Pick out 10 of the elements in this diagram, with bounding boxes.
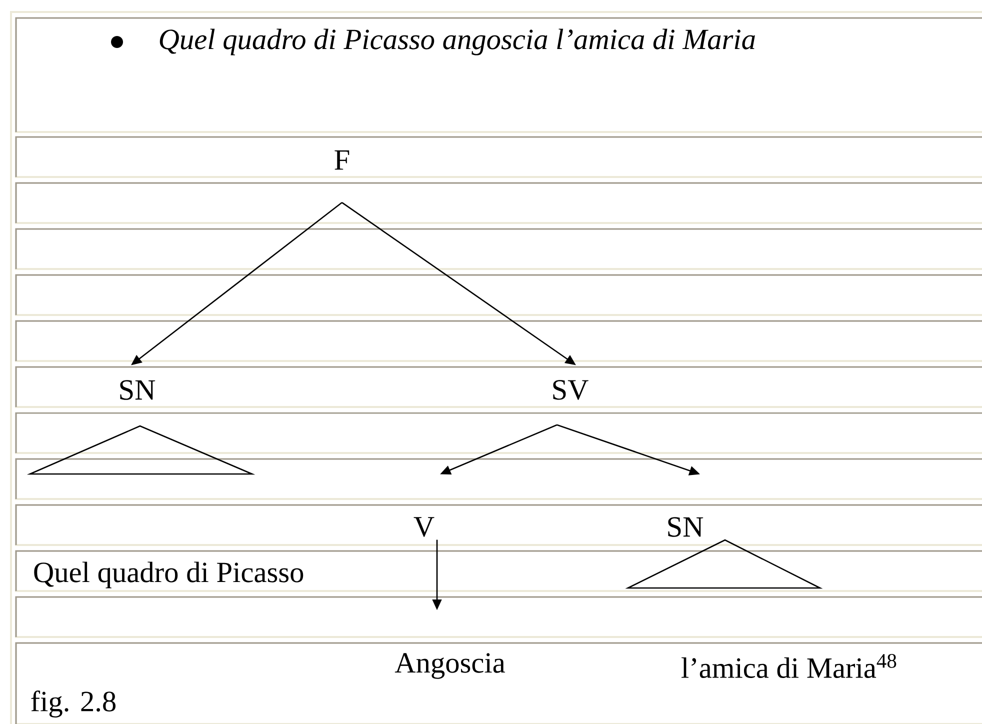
node-label: SN <box>668 517 704 537</box>
title: Quel quadro di Picasso angoscia l’amica di Maria <box>160 28 755 56</box>
node-label: Quel quadro di Picasso <box>34 562 304 588</box>
node-label: V <box>414 517 434 537</box>
node-label: l’amica di Maria$^{48}$ <box>682 654 896 678</box>
caption: fig. 2.8 <box>31 690 116 718</box>
node-label: SV <box>553 380 588 400</box>
node-label: F <box>334 150 350 170</box>
node-label: Angoscia <box>394 653 505 679</box>
node-label: SN <box>120 380 156 400</box>
